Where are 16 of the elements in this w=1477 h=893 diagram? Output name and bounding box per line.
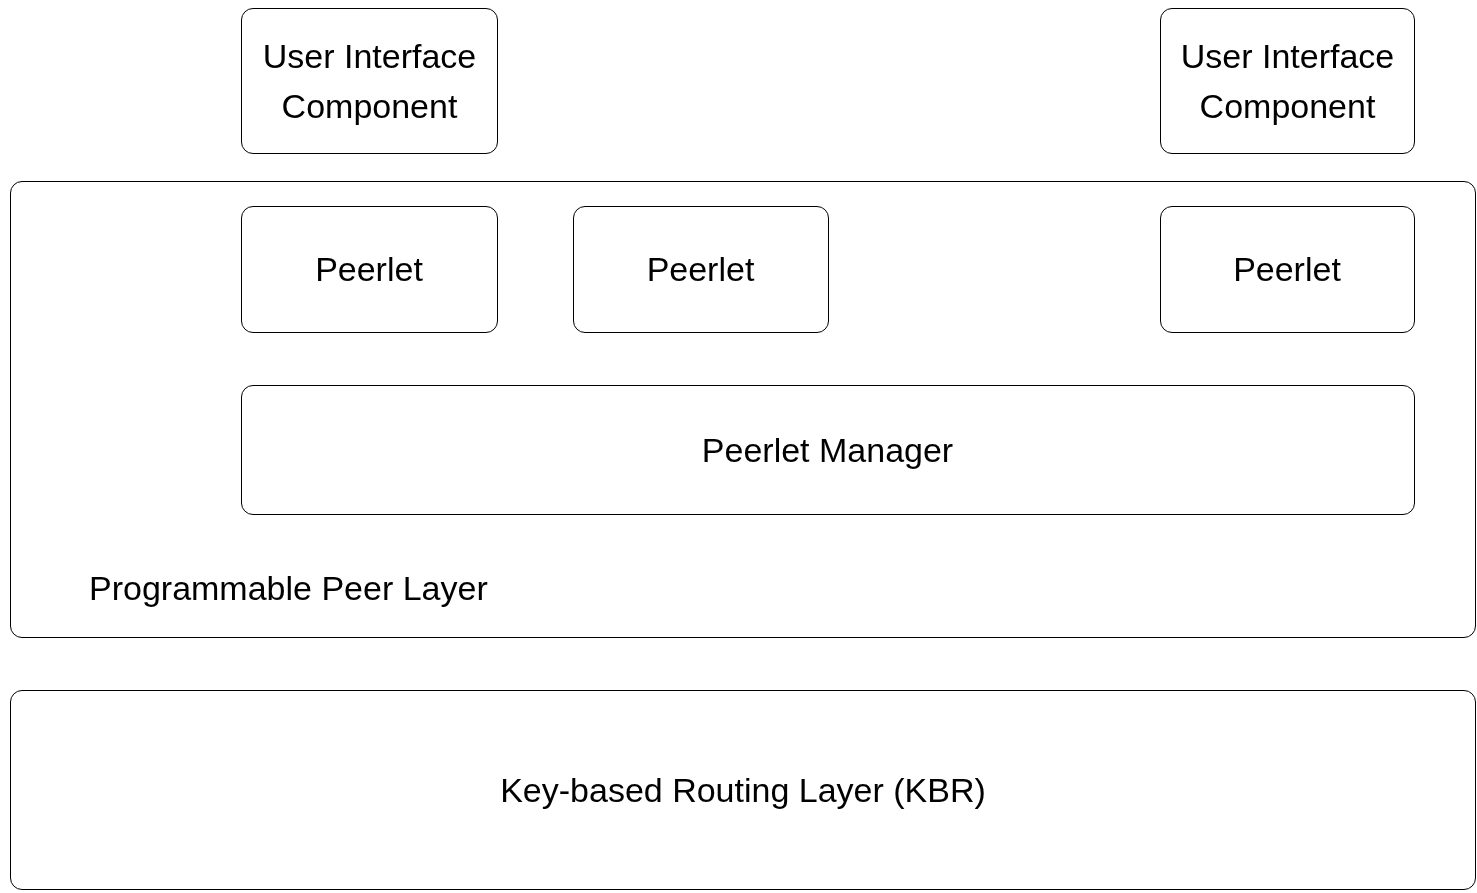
layer-label: Programmable Peer Layer (89, 568, 488, 609)
box-label: Peerlet (1233, 249, 1341, 290)
box-label: Peerlet (315, 249, 423, 290)
component-box (240, 205, 498, 333)
layer-box (10, 690, 1476, 890)
component-box (240, 384, 1415, 515)
layer-container (10, 181, 1476, 638)
box-label: User Interface Component (261, 36, 478, 127)
box-label: Peerlet (646, 249, 755, 290)
box-label: Key-based Routing Layer (KBR) (500, 770, 986, 811)
box-label: Peerlet Manager (701, 429, 954, 471)
box-label: User Interface Component (1179, 36, 1396, 127)
component-box (241, 8, 498, 154)
component-box (1159, 205, 1415, 333)
component-box (572, 205, 829, 333)
component-box (1160, 8, 1415, 154)
